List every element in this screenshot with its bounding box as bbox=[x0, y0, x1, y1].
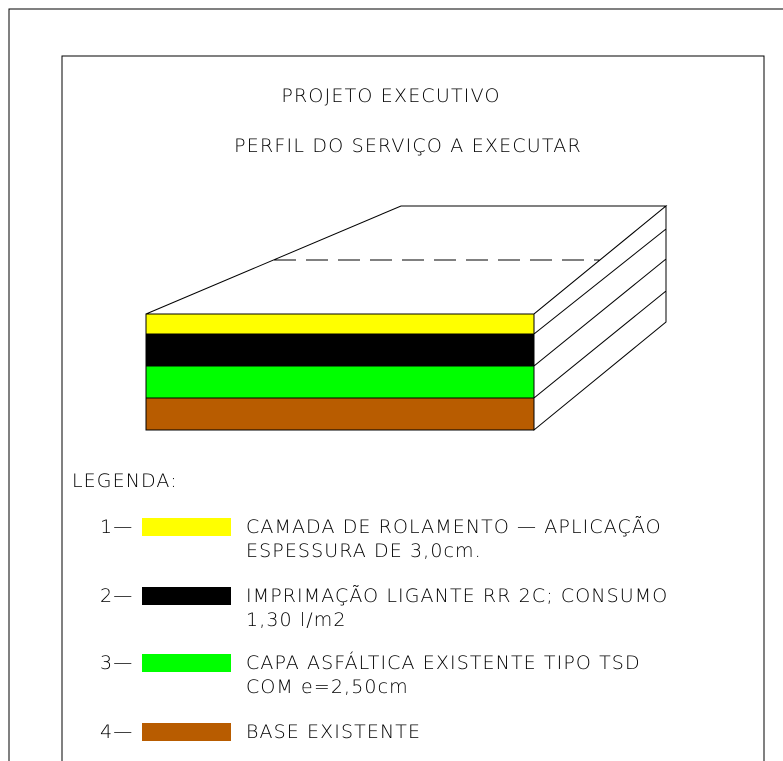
outer-sheet-border bbox=[8, 8, 783, 761]
layer-base-existente bbox=[145, 397, 535, 431]
legend-item-2: 2— IMPRIMAÇÃO LIGANTE RR 2C; CONSUMO 1,3… bbox=[100, 584, 668, 631]
right-face-layer-line-1 bbox=[533, 228, 667, 335]
legend-swatch bbox=[142, 654, 231, 672]
legend-item-4: 4— BASE EXISTENTE bbox=[100, 721, 421, 743]
legend-number: 2— bbox=[100, 585, 133, 607]
right-face-layer-line-3 bbox=[533, 290, 667, 399]
legend-text-line-1: CAPA ASFÁLTICA EXISTENTE TIPO TSD bbox=[246, 651, 641, 674]
legend-item-1: 1— CAMADA DE ROLAMENTO — APLICAÇÃO ESPES… bbox=[100, 515, 662, 562]
title-perfil-servico: PERFIL DO SERVIÇO A EXECUTAR bbox=[234, 135, 582, 157]
legend-text-line-1: BASE EXISTENTE bbox=[246, 721, 421, 743]
legend-number: 4— bbox=[100, 721, 133, 743]
right-face-layer-line-2 bbox=[533, 258, 667, 367]
title-projeto-executivo: PROJETO EXECUTIVO bbox=[281, 85, 500, 107]
layer-capa-asfaltica bbox=[145, 365, 535, 399]
legend-swatch bbox=[142, 518, 231, 536]
legend-text-line-2: 1,30 l/m2 bbox=[246, 609, 347, 631]
legend-text-line-1: IMPRIMAÇÃO LIGANTE RR 2C; CONSUMO bbox=[246, 584, 668, 607]
legend-number: 3— bbox=[100, 652, 133, 674]
legend-text-line-2: ESPESSURA DE 3,0cm. bbox=[246, 540, 482, 562]
legend-heading: LEGENDA: bbox=[72, 470, 178, 492]
layer-camada-de-rolamento bbox=[145, 313, 535, 335]
layer-imprimacao-ligante bbox=[145, 333, 535, 367]
legend-text-line-2: COM e=2,50cm bbox=[246, 676, 409, 698]
legend-swatch bbox=[142, 587, 231, 605]
legend-text-line-1: CAMADA DE ROLAMENTO — APLICAÇÃO bbox=[246, 515, 662, 538]
legend-number: 1— bbox=[100, 516, 133, 538]
legend-item-3: 3— CAPA ASFÁLTICA EXISTENTE TIPO TSD COM… bbox=[100, 651, 641, 698]
legend-swatch bbox=[142, 723, 231, 741]
inner-frame bbox=[61, 55, 765, 761]
